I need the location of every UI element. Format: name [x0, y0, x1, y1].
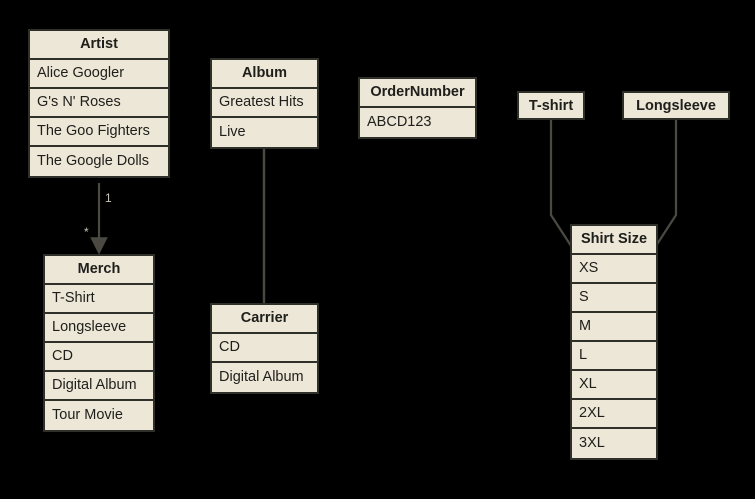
entity-artist-row-1[interactable]: G's N' Roses: [30, 89, 168, 118]
entity-album-row-1[interactable]: Live: [212, 118, 317, 147]
entity-merch-row-4[interactable]: Tour Movie: [45, 401, 153, 430]
entity-order-number-header: OrderNumber: [360, 79, 475, 108]
entity-shirt-size-row-2[interactable]: M: [572, 313, 656, 342]
entity-album-row-0[interactable]: Greatest Hits: [212, 89, 317, 118]
entity-artist[interactable]: Artist Alice Googler G's N' Roses The Go…: [28, 29, 170, 178]
multiplicity-source-label: 1: [105, 191, 112, 205]
entity-merch-row-1[interactable]: Longsleeve: [45, 314, 153, 343]
entity-order-number[interactable]: OrderNumber ABCD123: [358, 77, 477, 139]
entity-album-header: Album: [212, 60, 317, 89]
entity-shirt-size-row-5[interactable]: 2XL: [572, 400, 656, 429]
entity-artist-row-2[interactable]: The Goo Fighters: [30, 118, 168, 147]
entity-shirt-size-row-4[interactable]: XL: [572, 371, 656, 400]
multiplicity-target-label: *: [84, 225, 89, 239]
entity-merch-header: Merch: [45, 256, 153, 285]
entity-shirt-size-row-0[interactable]: XS: [572, 255, 656, 284]
entity-merch[interactable]: Merch T-Shirt Longsleeve CD Digital Albu…: [43, 254, 155, 432]
entity-shirt-size-header: Shirt Size: [572, 226, 656, 255]
entity-carrier[interactable]: Carrier CD Digital Album: [210, 303, 319, 394]
entity-carrier-row-1[interactable]: Digital Album: [212, 363, 317, 392]
entity-shirt-size-row-3[interactable]: L: [572, 342, 656, 371]
entity-album[interactable]: Album Greatest Hits Live: [210, 58, 319, 149]
node-longsleeve[interactable]: Longsleeve: [622, 91, 730, 120]
entity-carrier-header: Carrier: [212, 305, 317, 334]
entity-artist-row-3[interactable]: The Google Dolls: [30, 147, 168, 176]
entity-merch-row-0[interactable]: T-Shirt: [45, 285, 153, 314]
entity-shirt-size-row-1[interactable]: S: [572, 284, 656, 313]
entity-merch-row-3[interactable]: Digital Album: [45, 372, 153, 401]
entity-carrier-row-0[interactable]: CD: [212, 334, 317, 363]
entity-shirt-size[interactable]: Shirt Size XS S M L XL 2XL 3XL: [570, 224, 658, 460]
entity-artist-row-0[interactable]: Alice Googler: [30, 60, 168, 89]
entity-shirt-size-row-6[interactable]: 3XL: [572, 429, 656, 458]
node-tshirt[interactable]: T-shirt: [517, 91, 585, 120]
entity-order-number-row-0[interactable]: ABCD123: [360, 108, 475, 137]
entity-artist-header: Artist: [30, 31, 168, 60]
entity-merch-row-2[interactable]: CD: [45, 343, 153, 372]
